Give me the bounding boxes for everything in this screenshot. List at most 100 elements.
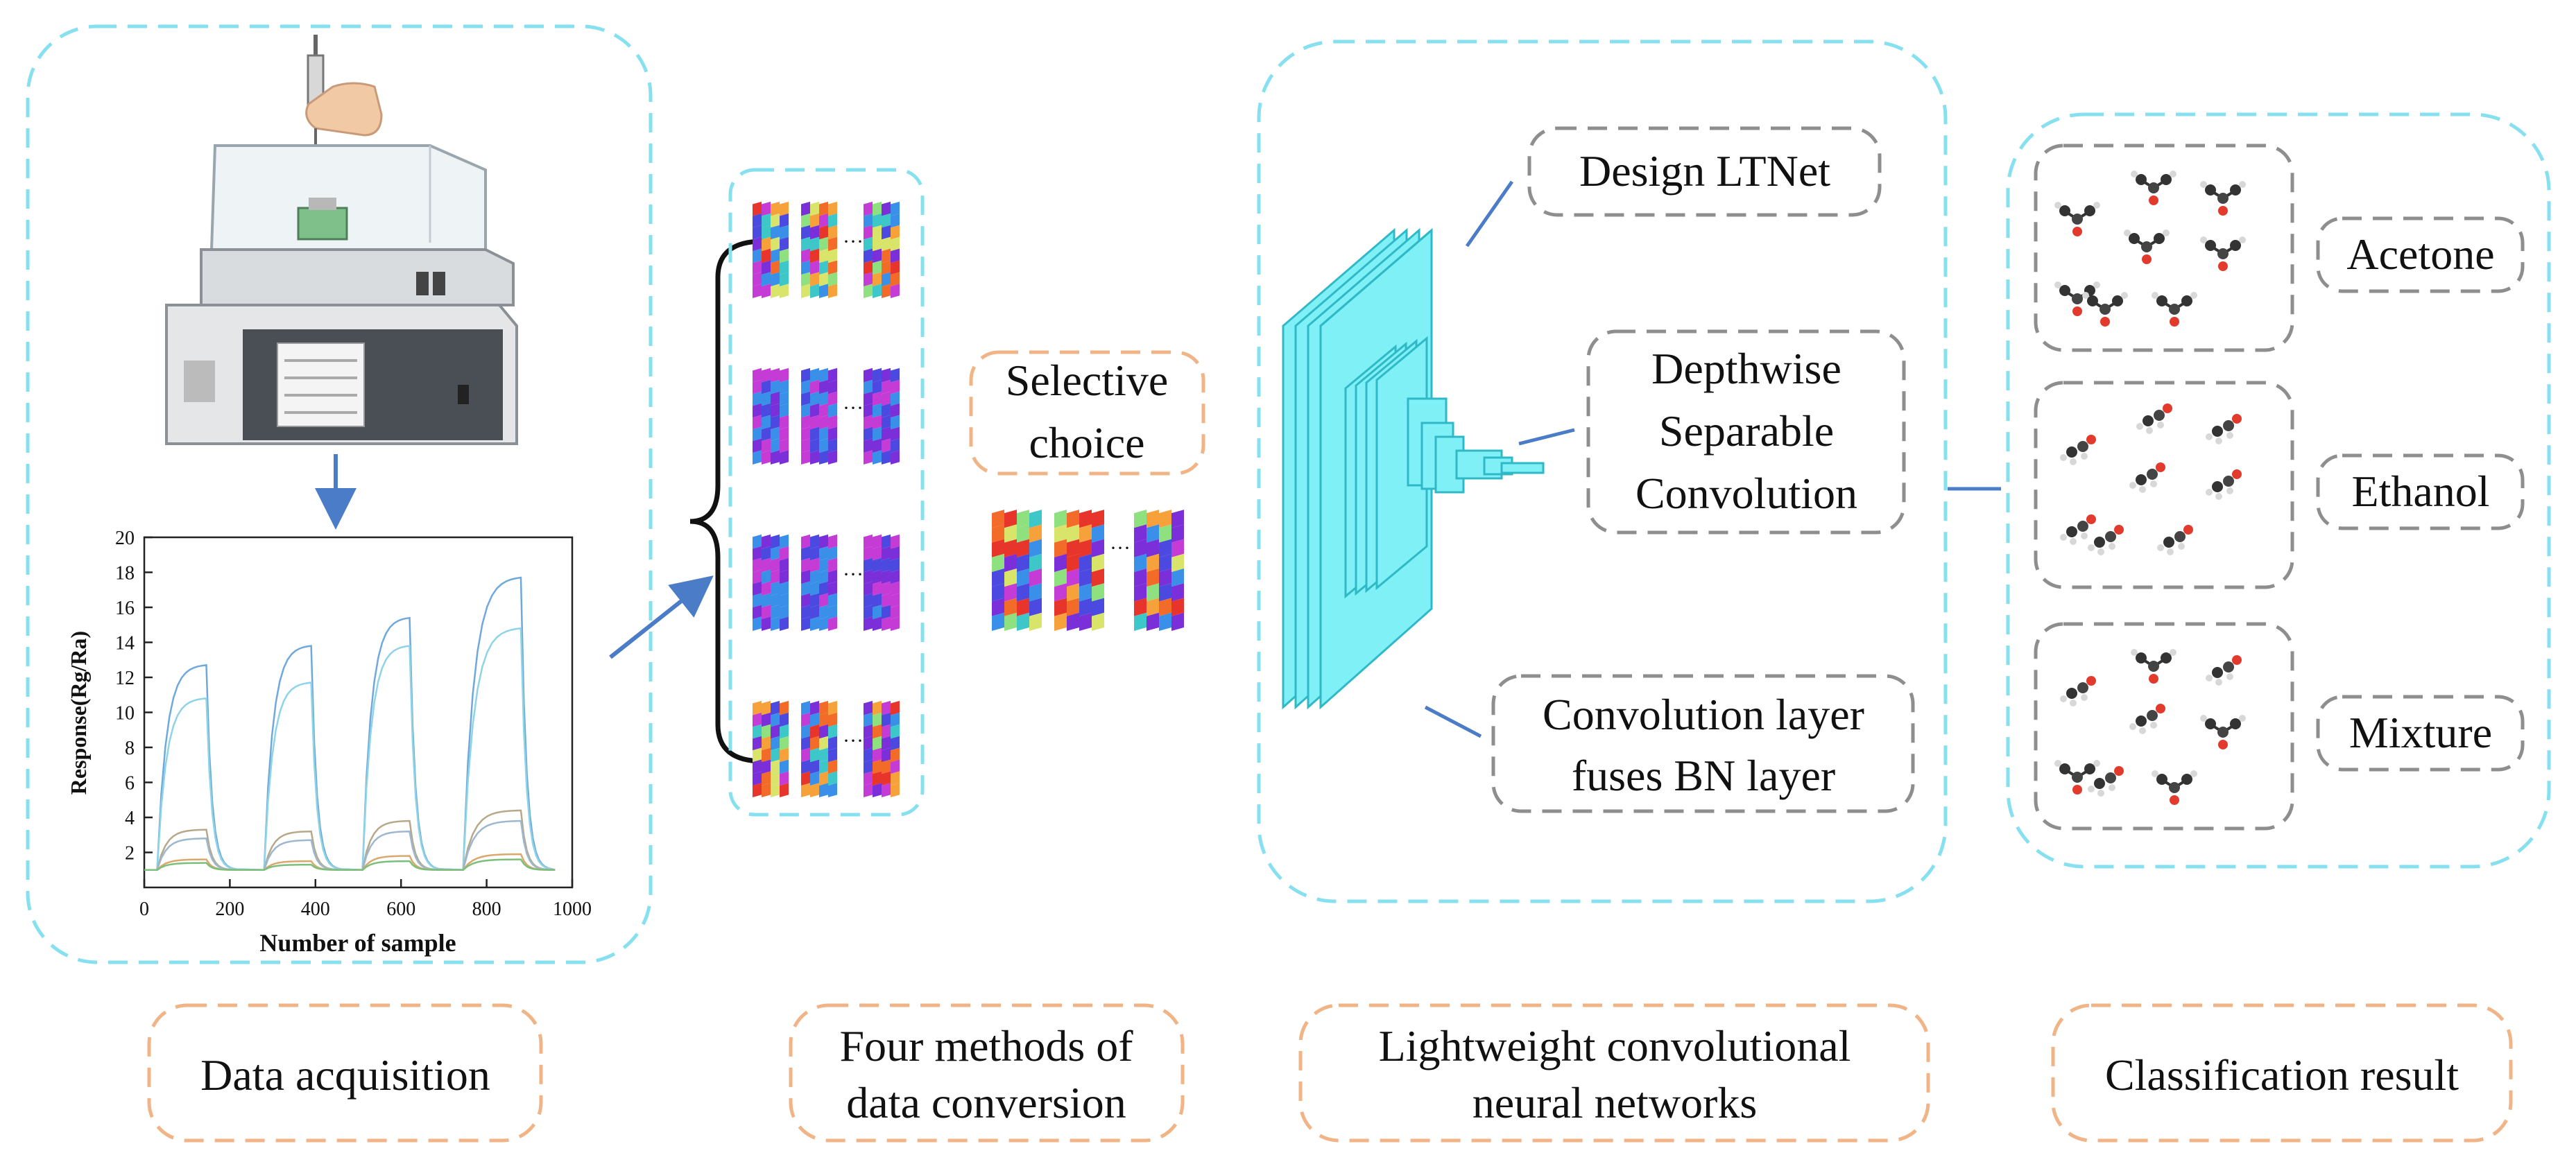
y-tick-label: 8 bbox=[125, 738, 135, 759]
acetone-molecule-icon bbox=[2152, 292, 2197, 327]
stage-cnn-line1: Lightweight convolutional bbox=[1379, 1021, 1851, 1070]
fuse-bn-box bbox=[1491, 674, 1915, 813]
x-tick-label: 400 bbox=[301, 899, 330, 920]
ethanol-molecules-box bbox=[2034, 381, 2294, 589]
conversion-panel bbox=[728, 168, 925, 817]
acetone-molecule-icon bbox=[2124, 229, 2170, 264]
y-tick-label: 14 bbox=[115, 633, 135, 654]
connector-fuse bbox=[1424, 705, 1482, 738]
ellipsis: ··· bbox=[1110, 537, 1131, 560]
class-label-box bbox=[2316, 453, 2525, 530]
cnn-architecture-illustration bbox=[1282, 227, 1545, 710]
acetone-molecule-icon bbox=[2054, 202, 2100, 236]
ethanol-molecule-icon bbox=[2088, 525, 2124, 555]
x-tick-label: 0 bbox=[139, 899, 149, 920]
dsc-box bbox=[1586, 329, 1906, 535]
ellipsis: ··· bbox=[843, 729, 864, 752]
x-tick-label: 200 bbox=[215, 899, 244, 920]
y-tick-label: 18 bbox=[115, 563, 135, 584]
y-tick-label: 16 bbox=[115, 598, 135, 619]
dsc-line2: Separable bbox=[1659, 406, 1834, 456]
brace bbox=[689, 238, 764, 764]
ethanol-molecule-icon bbox=[2129, 704, 2165, 734]
stage-cnn-line2: neural networks bbox=[1472, 1078, 1758, 1127]
ethanol-molecule-icon bbox=[2206, 469, 2242, 500]
classification-panel bbox=[2006, 112, 2551, 869]
acetone-molecule-icon bbox=[2200, 181, 2246, 216]
acetone-molecule-icon bbox=[2152, 770, 2197, 805]
stage-classification-box bbox=[2051, 1003, 2513, 1143]
ellipsis: ··· bbox=[843, 563, 864, 586]
response-series-line bbox=[144, 858, 556, 871]
acquisition-panel bbox=[26, 24, 653, 964]
dsc-line1: Depthwise bbox=[1651, 344, 1841, 393]
acetone-molecule-icon bbox=[2131, 649, 2176, 684]
selective-choice-line2: choice bbox=[1029, 418, 1145, 467]
heatmap bbox=[864, 700, 900, 797]
ethanol-molecule-icon bbox=[2060, 676, 2096, 706]
ellipsis: ··· bbox=[843, 230, 864, 253]
ethanol-molecule-icon bbox=[2206, 655, 2242, 686]
network-panel bbox=[1257, 40, 1948, 903]
heatmap bbox=[753, 201, 789, 298]
stage-acquisition-box bbox=[147, 1003, 543, 1143]
heatmap bbox=[992, 510, 1042, 631]
fuse-bn-line2: fuses BN layer bbox=[1572, 751, 1835, 800]
ethanol-molecule-icon bbox=[2088, 766, 2124, 797]
heatmap bbox=[1134, 510, 1184, 631]
selective-choice-line1: Selective bbox=[1006, 356, 1169, 405]
selective-choice-box bbox=[969, 350, 1205, 476]
class-label-box bbox=[2316, 695, 2525, 772]
x-tick-label: 600 bbox=[386, 899, 415, 920]
design-ltnet-text: Design LTNet bbox=[1579, 146, 1830, 196]
ethanol-molecule-icon bbox=[2157, 525, 2193, 555]
y-tick-label: 2 bbox=[125, 843, 135, 865]
ethanol-molecule-icon bbox=[2206, 414, 2242, 444]
x-tick-label: 1000 bbox=[553, 899, 592, 920]
ethanol-molecule-icon bbox=[2060, 514, 2096, 545]
y-tick-label: 20 bbox=[115, 528, 135, 549]
fuse-bn-line1: Convolution layer bbox=[1543, 690, 1864, 739]
y-tick-label: 10 bbox=[115, 703, 135, 725]
y-tick-label: 12 bbox=[115, 668, 135, 689]
class-label-ethanol: Ethanol bbox=[2351, 467, 2489, 516]
stage-cnn-box bbox=[1298, 1003, 1930, 1143]
y-tick-label: 4 bbox=[125, 808, 135, 829]
heatmap bbox=[864, 201, 900, 298]
mixture-molecules-box bbox=[2034, 622, 2294, 831]
acetone-molecule-icon bbox=[2200, 715, 2246, 749]
heatmap bbox=[1054, 510, 1104, 631]
class-label-box bbox=[2316, 216, 2525, 293]
heatmap bbox=[753, 367, 789, 465]
chart-x-axis-label: Number of sample bbox=[259, 929, 456, 957]
heatmap bbox=[864, 367, 900, 465]
ethanol-molecule-icon bbox=[2060, 435, 2096, 465]
arrow-to-conversion bbox=[609, 575, 714, 659]
stage-conversion-line1: Four methods of bbox=[839, 1021, 1133, 1070]
stage-conversion-line2: data conversion bbox=[846, 1078, 1126, 1127]
heatmap bbox=[753, 534, 789, 631]
x-tick-label: 800 bbox=[472, 899, 501, 920]
ethanol-molecule-icon bbox=[2129, 462, 2165, 493]
dsc-line3: Convolution bbox=[1635, 469, 1857, 518]
heatmap bbox=[801, 700, 837, 797]
acetone-molecule-icon bbox=[2082, 292, 2128, 327]
acetone-molecule-icon bbox=[2131, 171, 2176, 205]
heatmap bbox=[801, 534, 837, 631]
class-label-acetone: Acetone bbox=[2346, 229, 2494, 279]
gas-sensing-instrument-image bbox=[165, 35, 518, 445]
acetone-molecules-box bbox=[2034, 144, 2294, 352]
ellipsis: ··· bbox=[843, 397, 864, 419]
y-tick-label: 6 bbox=[125, 773, 135, 795]
acetone-molecule-icon bbox=[2200, 236, 2246, 271]
stage-classification-text: Classification result bbox=[2105, 1050, 2459, 1100]
connector-dsc bbox=[1518, 428, 1575, 446]
class-label-mixture: Mixture bbox=[2349, 708, 2492, 757]
heatmap bbox=[801, 201, 837, 298]
design-ltnet-box bbox=[1527, 126, 1882, 217]
ethanol-molecule-icon bbox=[2136, 404, 2172, 434]
heatmap bbox=[753, 700, 789, 797]
connector-design bbox=[1465, 180, 1514, 248]
